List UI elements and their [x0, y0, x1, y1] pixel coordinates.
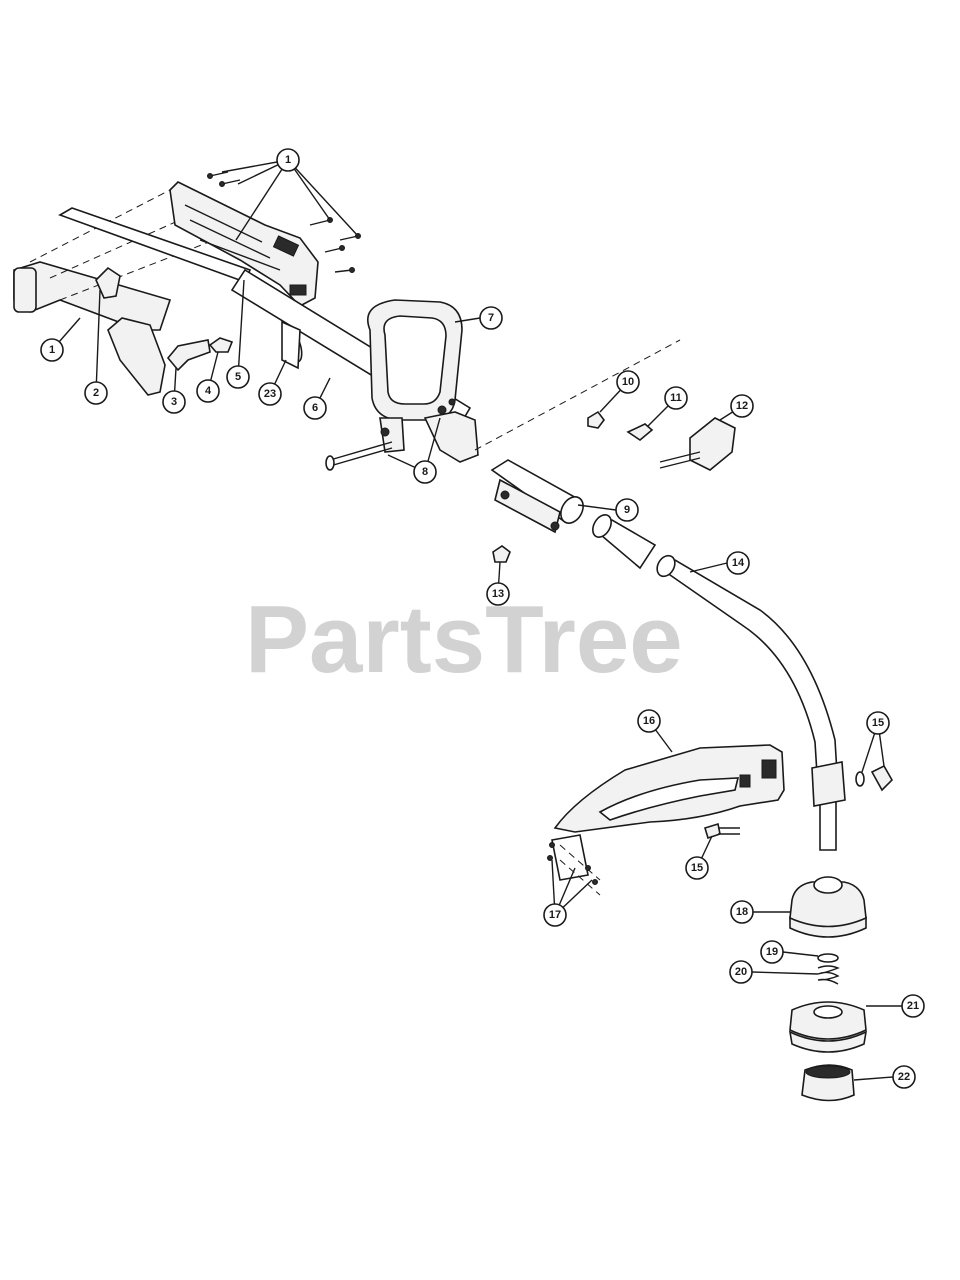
callout-2: 2 [84, 381, 108, 405]
callout-18: 18 [730, 900, 754, 924]
callout-23: 23 [258, 382, 282, 406]
callout-label: 12 [736, 400, 748, 412]
callout-label: 1 [285, 154, 291, 166]
callout-8: 8 [413, 460, 437, 484]
callout-16: 16 [637, 709, 661, 733]
callout-label: 10 [622, 376, 634, 388]
callout-label: 15 [691, 862, 703, 874]
callout-label: 21 [907, 1000, 919, 1012]
callout-15-lower: 15 [685, 856, 709, 880]
callout-label: 19 [766, 946, 778, 958]
callout-9: 9 [615, 498, 639, 522]
callout-label: 2 [93, 387, 99, 399]
callout-label: 20 [735, 966, 747, 978]
shaft-coupler [474, 339, 736, 570]
callout-label: 7 [488, 312, 494, 324]
callout-label: 1 [49, 344, 55, 356]
line-guard [547, 744, 785, 896]
callout-7: 7 [479, 306, 503, 330]
callout-12: 12 [730, 394, 754, 418]
assist-handle [325, 299, 479, 471]
callout-label: 11 [670, 392, 682, 404]
callout-label: 22 [898, 1071, 910, 1083]
callout-19: 19 [760, 940, 784, 964]
callout-label: 8 [422, 466, 428, 478]
callout-label: 17 [549, 909, 561, 921]
callout-label: 5 [235, 371, 241, 383]
callout-label: 16 [643, 715, 655, 727]
callout-4: 4 [196, 379, 220, 403]
callout-22: 22 [892, 1065, 916, 1089]
callout-20: 20 [729, 960, 753, 984]
callout-3: 3 [162, 390, 186, 414]
callout-14: 14 [726, 551, 750, 575]
callout-label: 13 [492, 588, 504, 600]
callout-6: 6 [303, 396, 327, 420]
callout-label: 23 [264, 388, 276, 400]
callout-label: 18 [736, 906, 748, 918]
callout-label: 6 [312, 402, 318, 414]
callout-10: 10 [616, 370, 640, 394]
callout-1-top: 1 [276, 148, 300, 172]
callout-15-right: 15 [866, 711, 890, 735]
callout-label: 14 [732, 557, 745, 569]
leader-lines [51, 159, 902, 1081]
callout-label: 3 [171, 396, 177, 408]
callout-11: 11 [664, 386, 688, 410]
callout-1-left: 1 [40, 338, 64, 362]
callout-label: 9 [624, 504, 630, 516]
callout-13: 13 [486, 582, 510, 606]
callout-17: 17 [543, 903, 567, 927]
callout-label: 15 [872, 717, 884, 729]
callout-5: 5 [226, 365, 250, 389]
lower-shaft [656, 554, 893, 851]
watermark: PartsTree [245, 586, 683, 693]
trimmer-head [788, 876, 868, 1102]
callout-label: 4 [205, 385, 212, 397]
callout-21: 21 [901, 994, 925, 1018]
